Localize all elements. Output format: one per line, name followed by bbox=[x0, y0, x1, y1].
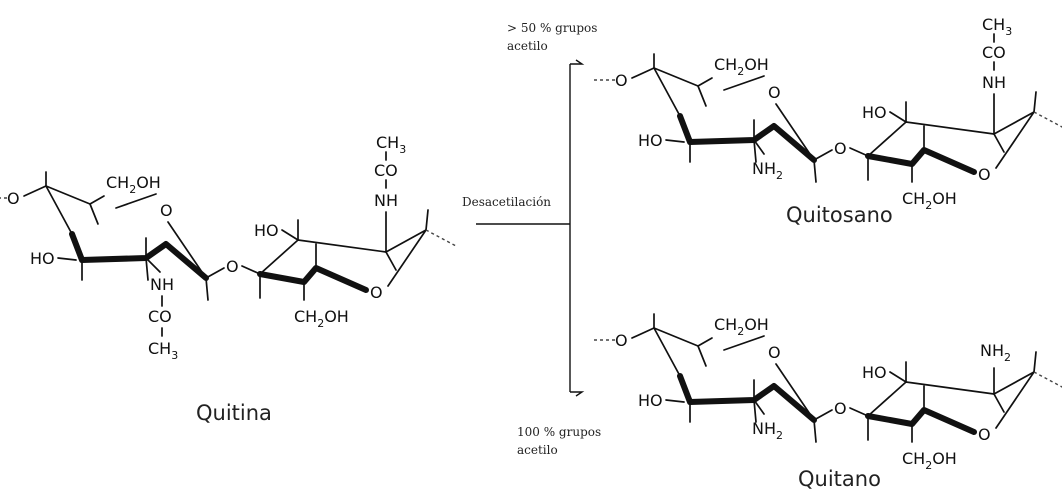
nh-group-2: NH bbox=[374, 191, 398, 210]
methyl-group-3: CH3 bbox=[982, 15, 1012, 38]
deacetylation-label: Desacetilación bbox=[462, 195, 551, 209]
nh-group: NH bbox=[150, 275, 174, 294]
lower-arrowhead bbox=[570, 391, 585, 397]
chitan-molecule: NH2 NH2 bbox=[594, 314, 1062, 472]
lower-condition-line-1: 100 % grupos bbox=[517, 425, 601, 439]
amine-group: NH2 bbox=[752, 159, 783, 182]
upper-arrowhead bbox=[570, 59, 585, 65]
chitin-caption: Quitina bbox=[196, 401, 272, 425]
carbonyl-group-3: CO bbox=[982, 43, 1006, 62]
upper-condition-line-2: acetilo bbox=[507, 39, 548, 53]
amine-group-2: NH2 bbox=[752, 419, 783, 442]
carbonyl-group: CO bbox=[148, 307, 172, 326]
nh-group-3: NH bbox=[982, 73, 1006, 92]
methyl-group-2: CH3 bbox=[376, 133, 406, 156]
chitan-caption: Quitano bbox=[798, 467, 881, 491]
lower-condition-line-2: acetilo bbox=[517, 443, 558, 457]
upper-condition-line-1: > 50 % grupos bbox=[507, 21, 597, 35]
methyl-group: CH3 bbox=[148, 339, 178, 362]
amine-group-3: NH2 bbox=[980, 341, 1011, 364]
chitin-molecule: NH CO CH3 NH CO CH3 bbox=[0, 133, 456, 362]
carbonyl-group-2: CO bbox=[374, 161, 398, 180]
chitosan-caption: Quitosano bbox=[786, 203, 893, 227]
chitosan-molecule: NH2 NH CO CH3 bbox=[594, 15, 1062, 212]
